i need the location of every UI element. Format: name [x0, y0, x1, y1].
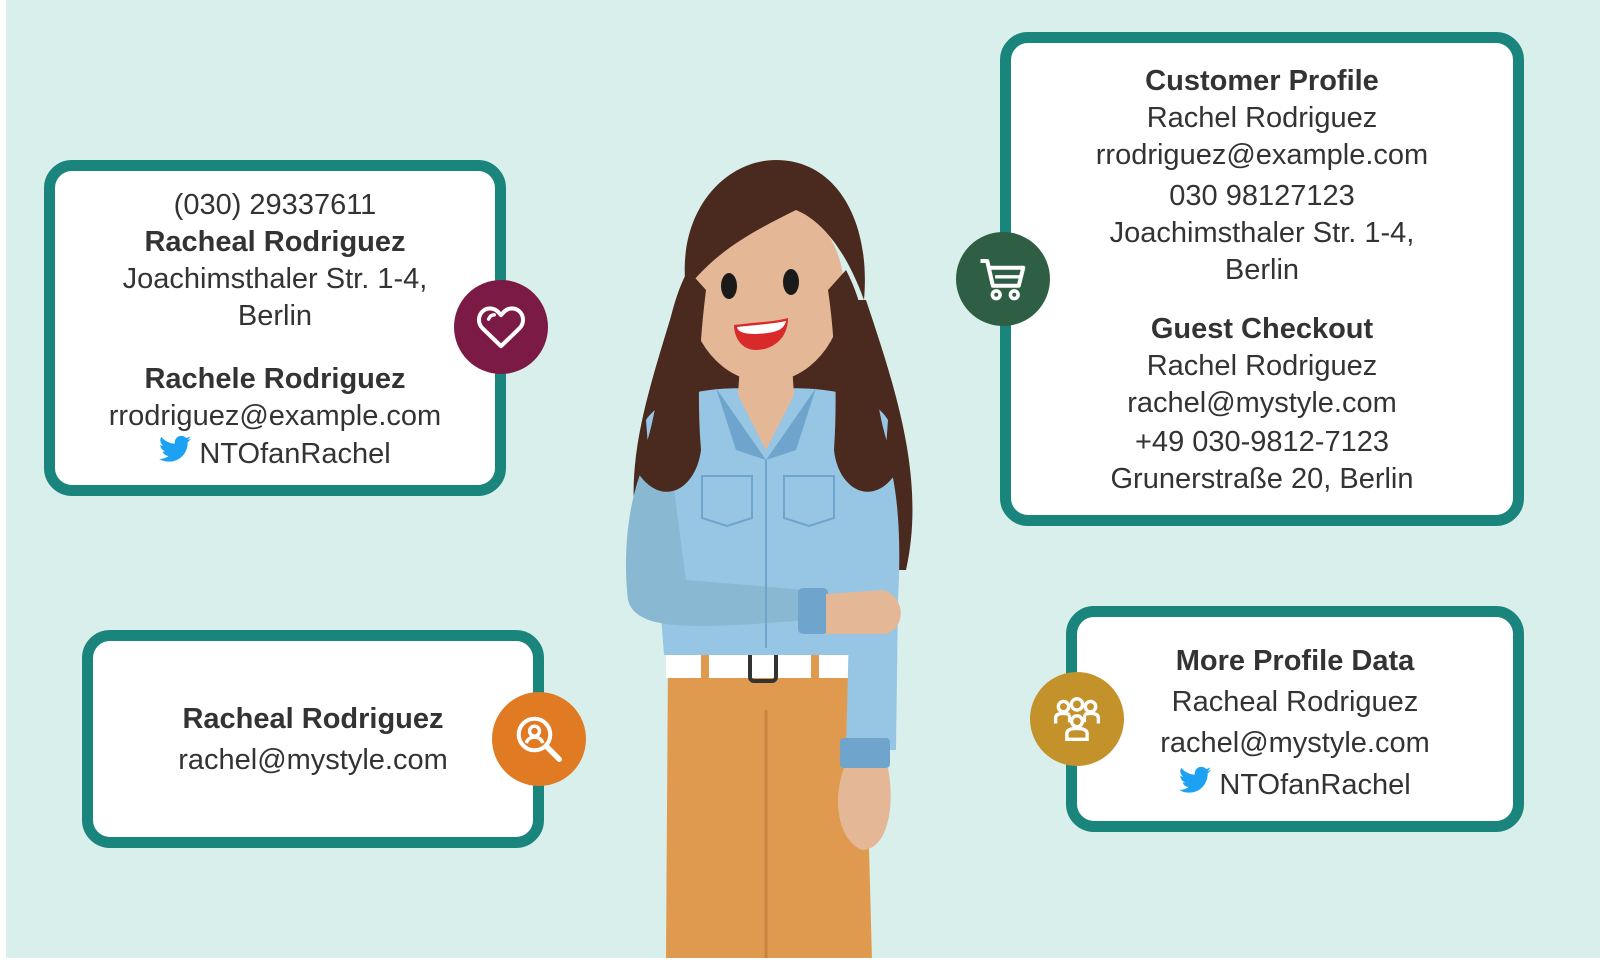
phone-text-2: +49 030-9812-7123: [1135, 426, 1389, 458]
email-text: rachel@mystyle.com: [178, 744, 448, 776]
more-profile-title: More Profile Data: [1175, 645, 1415, 677]
name-text-2: Rachele Rodriguez: [144, 363, 406, 395]
email-text: rachel@mystyle.com: [1160, 727, 1430, 759]
card-left-bottom: Racheal Rodriguez rachel@mystyle.com: [82, 630, 544, 848]
card-right-top: Customer Profile Rachel Rodriguez rrodri…: [1000, 32, 1524, 526]
diagram-canvas: (030) 29337611 Racheal Rodriguez Joachim…: [6, 0, 1600, 958]
twitter-row: NTOfanRachel: [1077, 766, 1513, 804]
customer-profile-title: Customer Profile: [1145, 65, 1379, 97]
shopping-cart-icon: [980, 258, 1026, 301]
person-illustration: [625, 160, 913, 958]
name-text-2: Rachel Rodriguez: [1146, 350, 1378, 382]
name-text: Racheal Rodriguez: [1171, 686, 1419, 718]
twitter-icon: [159, 435, 192, 462]
card-left-top: (030) 29337611 Racheal Rodriguez Joachim…: [44, 160, 506, 496]
email-text: rrodriguez@example.com: [108, 400, 442, 432]
heart-badge: [454, 280, 548, 374]
phone-text: (030) 29337611: [173, 189, 377, 221]
cart-badge: [956, 232, 1050, 326]
address-line-2: Berlin: [1224, 254, 1300, 286]
guest-checkout-title: Guest Checkout: [1150, 313, 1374, 345]
name-text: Racheal Rodriguez: [144, 226, 406, 258]
card-right-bottom: More Profile Data Racheal Rodriguez rach…: [1066, 606, 1524, 832]
twitter-row: NTOfanRachel: [55, 435, 495, 473]
address-text-2: Grunerstraße 20, Berlin: [1110, 463, 1414, 495]
address-line-1: Joachimsthaler Str. 1-4,: [1109, 217, 1415, 249]
name-text: Rachel Rodriguez: [1146, 102, 1378, 134]
heart-icon: [476, 306, 526, 349]
email-text: rrodriguez@example.com: [1095, 139, 1429, 171]
address-line-2: Berlin: [237, 300, 313, 332]
search-badge: [492, 692, 586, 786]
twitter-handle: NTOfanRachel: [1219, 769, 1411, 801]
email-text-2: rachel@mystyle.com: [1127, 387, 1397, 419]
group-badge: [1030, 672, 1124, 766]
name-text: Racheal Rodriguez: [182, 703, 444, 735]
twitter-handle: NTOfanRachel: [199, 438, 391, 470]
search-person-icon: [516, 716, 562, 762]
address-line-1: Joachimsthaler Str. 1-4,: [122, 263, 428, 295]
twitter-icon: [1179, 766, 1212, 793]
phone-text: 030 98127123: [1169, 180, 1355, 212]
group-icon: [1053, 697, 1101, 741]
